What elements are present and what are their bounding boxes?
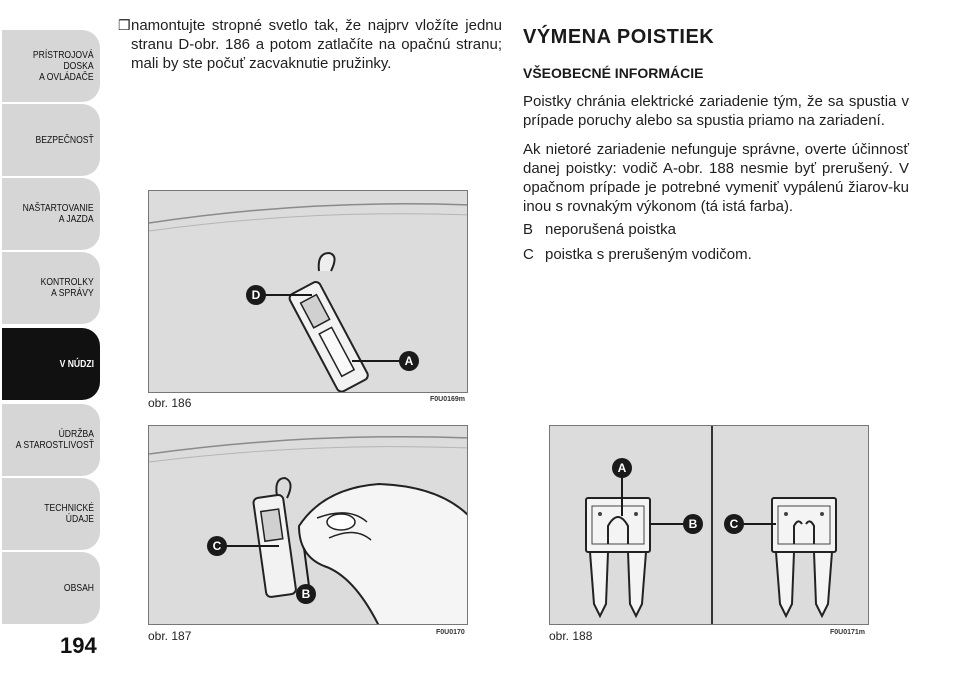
tab-label: KONTROLKY A SPRÁVY	[40, 277, 94, 299]
tab-label: TECHNICKÉ ÚDAJE	[44, 503, 94, 525]
list-letter: C	[523, 246, 534, 263]
section-title: VÝMENA POISTIEK	[523, 26, 715, 48]
tab-technicke-udaje[interactable]: TECHNICKÉ ÚDAJE	[2, 478, 100, 550]
list-letter: B	[523, 221, 534, 238]
section-subtitle: VŠEOBECNÉ INFORMÁCIE	[523, 65, 704, 81]
blown-fuse	[771, 497, 837, 619]
callout-c: C	[730, 517, 739, 531]
list-text: poistka s prerušeným vodičom.	[545, 246, 752, 263]
figure-caption: obr. 187	[148, 629, 192, 643]
page-number: 194	[60, 633, 97, 658]
hand-removing-light-illustration: C B	[149, 435, 467, 624]
callout-c: C	[213, 539, 222, 553]
callout-d: D	[252, 288, 261, 302]
tab-label: V NÚDZI	[59, 358, 94, 370]
tab-kontrolky[interactable]: KONTROLKY A SPRÁVY	[2, 252, 100, 324]
callout-marker	[296, 584, 316, 604]
callout-marker	[724, 514, 744, 534]
tab-label: OBSAH	[63, 582, 94, 594]
bullet-instruction: ❒ namontujte stropné svetlo tak, že najp…	[118, 16, 502, 73]
tab-obsah[interactable]: OBSAH	[2, 552, 100, 624]
callout-b: B	[302, 587, 311, 601]
callout-marker	[683, 514, 703, 534]
fuse-comparison-illustration: A B C	[585, 426, 837, 624]
checkbox-bullet-icon: ❒	[118, 17, 131, 33]
tab-label: ÚDRŽBA A STAROSTLIVOSŤ	[15, 429, 95, 451]
figure-code: F0U0169m	[430, 396, 466, 403]
figure-caption: obr. 186	[148, 396, 192, 410]
ceiling-light-illustration: D A	[149, 203, 467, 392]
paragraph-intro: Poistky chránia elektrické zariadenie tý…	[523, 93, 909, 129]
callout-marker	[399, 351, 419, 371]
tab-pristrojova-doska[interactable]: PRÍSTROJOVÁ DOSKA A OVLÁDAČE	[2, 30, 100, 102]
callout-a: A	[405, 354, 414, 368]
tab-label: PRÍSTROJOVÁ DOSKA A OVLÁDAČE	[33, 49, 94, 83]
figure-186: D A	[148, 190, 468, 393]
callout-a: A	[618, 461, 627, 475]
figure-188: A B C	[549, 425, 869, 625]
paragraph-check: Ak nietoré zariadenie nefunguje správne,…	[523, 141, 909, 215]
callout-b: B	[689, 517, 698, 531]
callout-marker	[246, 285, 266, 305]
callout-marker	[612, 458, 632, 478]
bullet-text: namontujte stropné svetlo tak, že najprv…	[131, 17, 502, 72]
tab-label: NAŠTARTOVANIE A JAZDA	[22, 203, 94, 225]
figure-187: C B	[148, 425, 468, 625]
list-text: neporušená poistka	[545, 221, 676, 238]
tab-nastartovanie[interactable]: NAŠTARTOVANIE A JAZDA	[2, 178, 100, 250]
tab-udrzba[interactable]: ÚDRŽBA A STAROSTLIVOSŤ	[2, 404, 100, 476]
tab-bezpecnost[interactable]: BEZPEČNOSŤ	[2, 104, 100, 176]
callout-marker	[207, 536, 227, 556]
figure-code: F0U0171m	[830, 629, 866, 636]
tab-label: BEZPEČNOSŤ	[35, 134, 94, 146]
figure-caption: obr. 188	[549, 629, 593, 643]
tab-v-nudzi[interactable]: V NÚDZI	[2, 328, 100, 400]
intact-fuse	[585, 497, 651, 619]
figure-code: F0U0170	[436, 629, 465, 636]
